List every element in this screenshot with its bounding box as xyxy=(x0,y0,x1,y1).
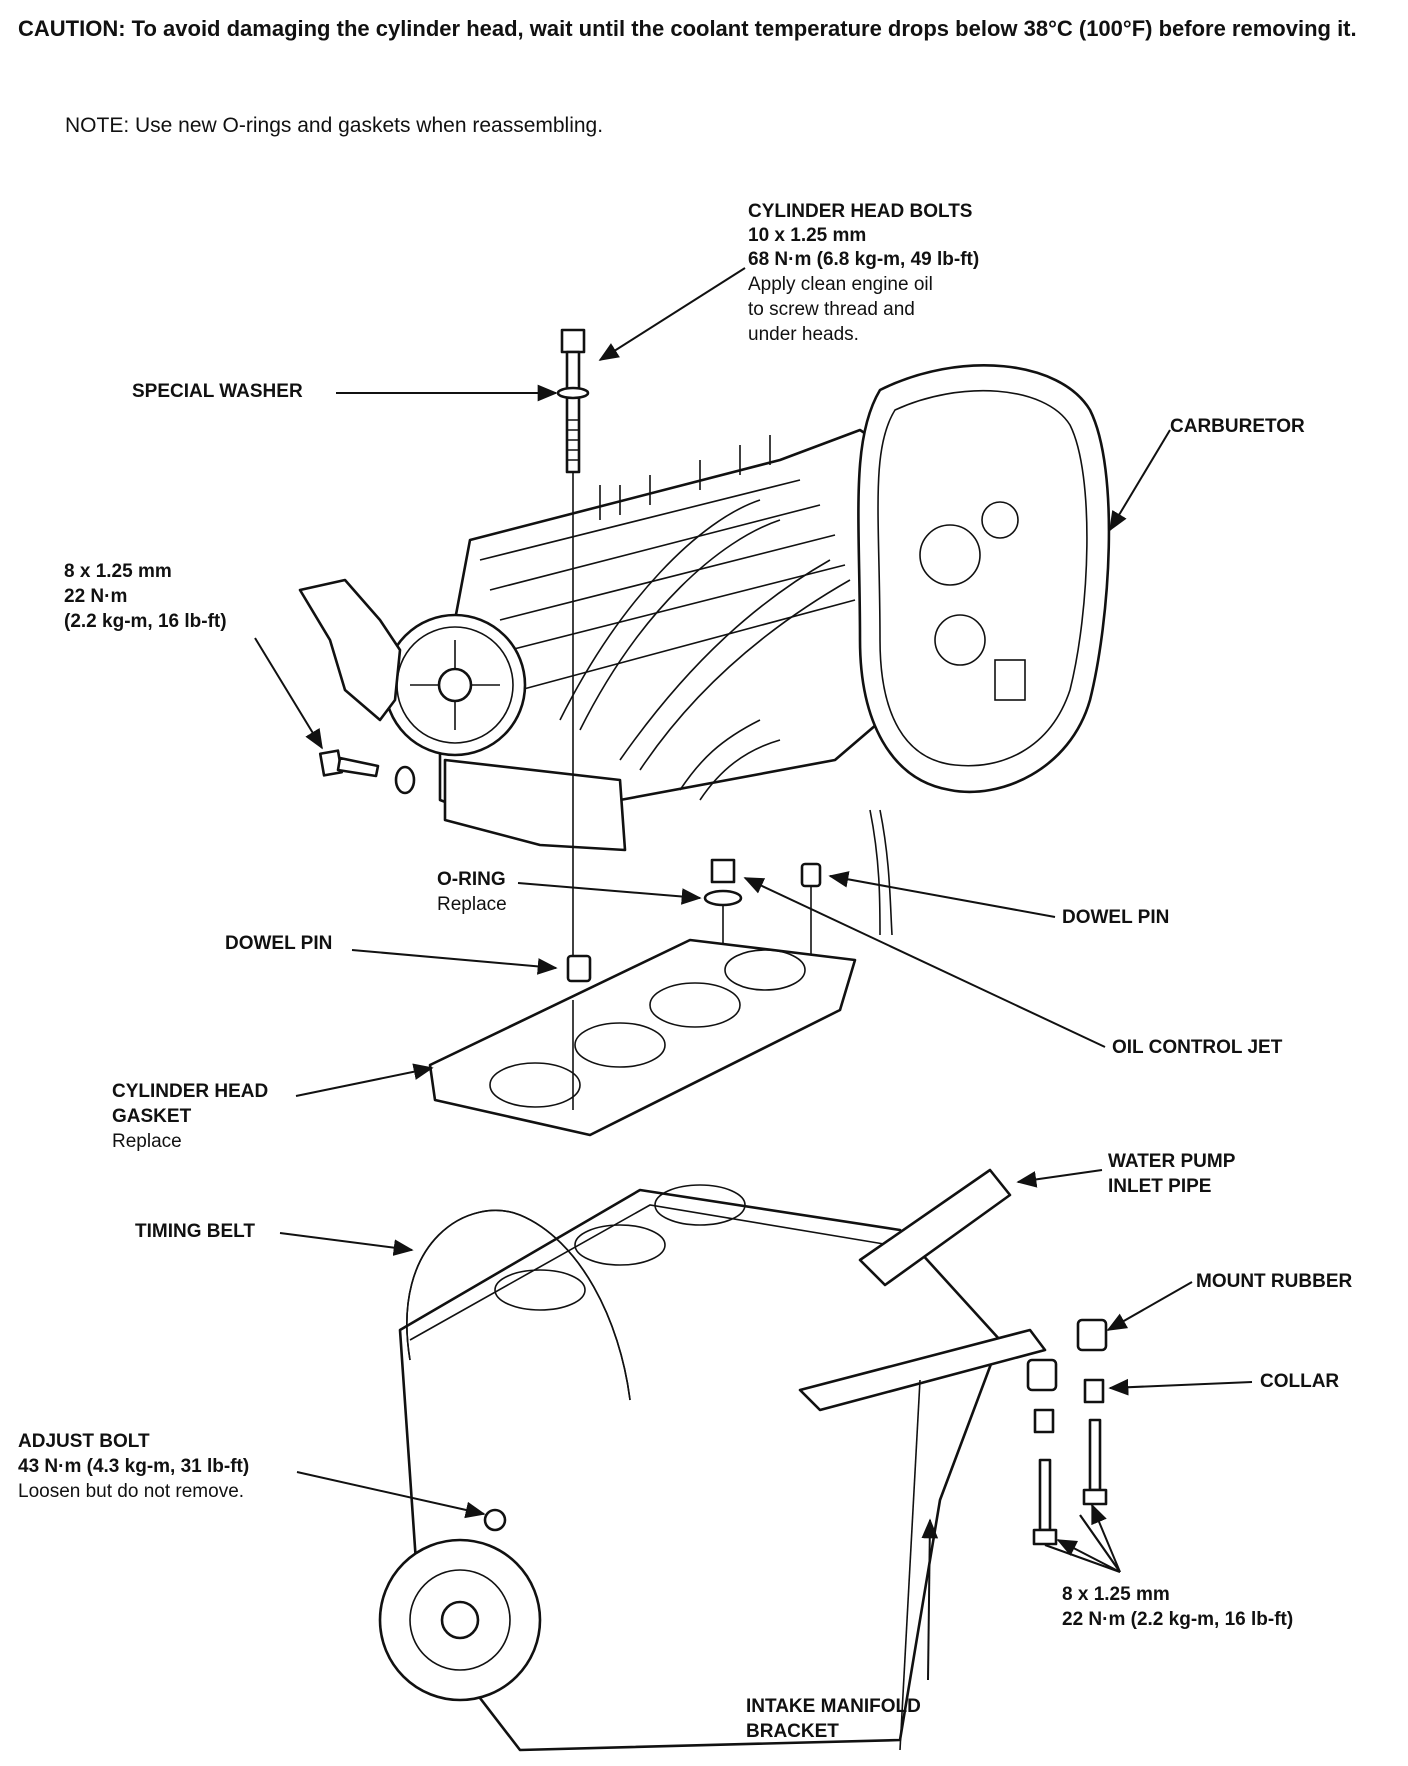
oil-control-jet-label: OIL CONTROL JET xyxy=(1112,1037,1283,1058)
bracket-bolt-torque: 22 N·m xyxy=(64,586,128,607)
bracket-bolt xyxy=(318,749,416,795)
mount-parts xyxy=(1026,1318,1108,1546)
mount-bolts-size: 8 x 1.25 mm xyxy=(1062,1584,1170,1605)
intake-bracket-label-2: BRACKET xyxy=(746,1721,839,1742)
head-bolts-note-2: to screw thread and xyxy=(748,299,915,320)
mount-bolts-torque: 22 N·m (2.2 kg-m, 16 lb-ft) xyxy=(1062,1609,1294,1630)
bracket-bolt-torque-alt: (2.2 kg-m, 16 lb-ft) xyxy=(64,611,227,632)
caution-heading: CAUTION: xyxy=(18,16,126,41)
collar-label: COLLAR xyxy=(1260,1371,1340,1392)
adjust-bolt-torque: 43 N·m (4.3 kg-m, 31 lb-ft) xyxy=(18,1456,250,1477)
head-gasket-label-2: GASKET xyxy=(112,1106,192,1127)
water-pump-label-1: WATER PUMP xyxy=(1108,1151,1236,1172)
leader-arrows xyxy=(254,267,1253,1681)
caution-text: CAUTION: To avoid damaging the cylinder … xyxy=(18,14,1398,44)
cylinder-head-bolt xyxy=(556,328,590,960)
head-bolts-torque: 68 N·m (6.8 kg-m, 49 lb-ft) xyxy=(748,249,980,270)
head-gasket-note: Replace xyxy=(112,1131,182,1152)
head-bolts-note-3: under heads. xyxy=(748,324,859,345)
caution-body: To avoid damaging the cylinder head, wai… xyxy=(131,16,1357,41)
engine-block-drawing xyxy=(378,1168,1047,1752)
adjust-bolt-title: ADJUST BOLT xyxy=(18,1431,150,1452)
special-washer-label: SPECIAL WASHER xyxy=(132,381,303,402)
head-gasket-label-1: CYLINDER HEAD xyxy=(112,1081,269,1102)
water-pump-label-2: INLET PIPE xyxy=(1108,1176,1212,1197)
dowel-pins xyxy=(566,862,822,983)
intake-bracket-label-1: INTAKE MANIFOLD xyxy=(746,1696,921,1717)
head-bolts-note-1: Apply clean engine oil xyxy=(748,274,933,295)
cylinder-head-drawing xyxy=(298,364,1111,936)
o-ring-note: Replace xyxy=(437,894,507,915)
o-ring-label: O-RING xyxy=(437,869,506,890)
head-gasket-drawing xyxy=(428,938,857,1137)
note-text: NOTE: Use new O-rings and gaskets when r… xyxy=(65,114,604,137)
carburetor-label: CARBURETOR xyxy=(1170,416,1305,437)
dowel-pin-left-label: DOWEL PIN xyxy=(225,933,333,954)
bracket-bolt-size: 8 x 1.25 mm xyxy=(64,561,172,582)
adjust-bolt-note: Loosen but do not remove. xyxy=(18,1481,245,1502)
timing-belt-label: TIMING BELT xyxy=(135,1221,255,1242)
mount-rubber-label: MOUNT RUBBER xyxy=(1196,1271,1353,1292)
head-bolts-size: 10 x 1.25 mm xyxy=(748,225,867,246)
dowel-pin-right-label: DOWEL PIN xyxy=(1062,907,1170,928)
head-bolts-title: CYLINDER HEAD BOLTS xyxy=(748,201,973,222)
